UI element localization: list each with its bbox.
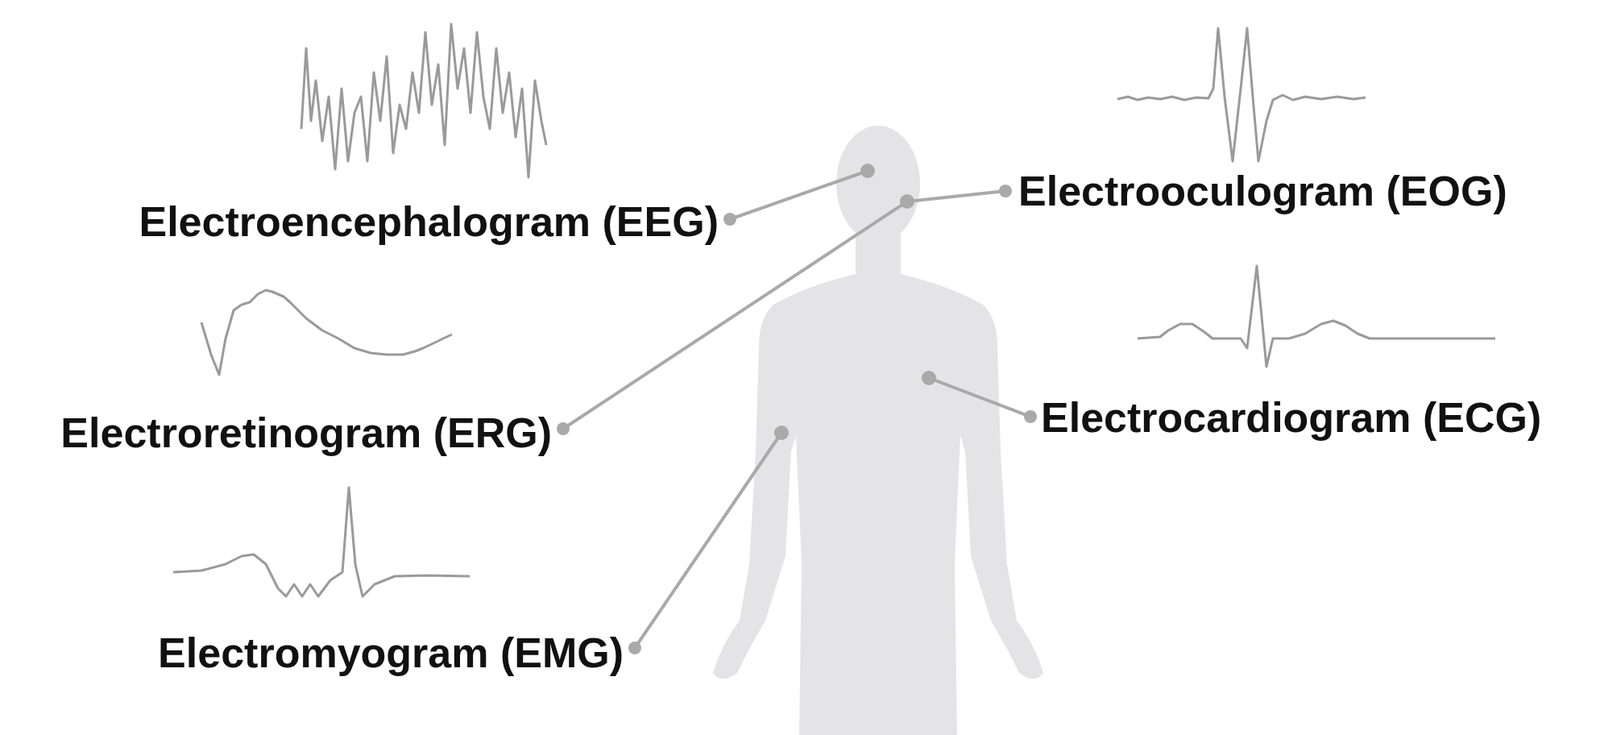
- leader-dot: [1023, 410, 1037, 423]
- leader-dot: [556, 422, 570, 436]
- eog-waveform: [1117, 28, 1366, 162]
- leader-line: [907, 190, 1006, 202]
- signal-label: Electroretinogram (ERG): [60, 410, 552, 456]
- leader-dot: [998, 184, 1012, 198]
- body-silhouette: [712, 125, 1044, 735]
- signal-label: Electroencephalogram (EEG): [138, 198, 719, 245]
- leader-line: [729, 170, 868, 220]
- erg-waveform: [201, 290, 452, 375]
- ecg-waveform: [1137, 265, 1496, 367]
- leader-dot: [723, 212, 737, 226]
- head: [836, 125, 921, 242]
- leader-dot: [899, 194, 915, 209]
- leader-dot: [774, 425, 789, 440]
- signal-label: Electrocardiogram (ECG): [1040, 394, 1542, 441]
- torso: [712, 225, 1044, 735]
- leader-line: [928, 377, 1031, 417]
- leader-dot: [628, 641, 642, 655]
- leader-dot: [860, 163, 875, 179]
- signal-label: Electromyogram (EMG): [157, 630, 624, 676]
- leader-line: [634, 432, 782, 648]
- signal-label: Electrooculogram (EOG): [1018, 168, 1508, 215]
- leader-dot: [921, 370, 937, 386]
- eeg-waveform: [301, 24, 547, 178]
- emg-waveform: [173, 487, 470, 597]
